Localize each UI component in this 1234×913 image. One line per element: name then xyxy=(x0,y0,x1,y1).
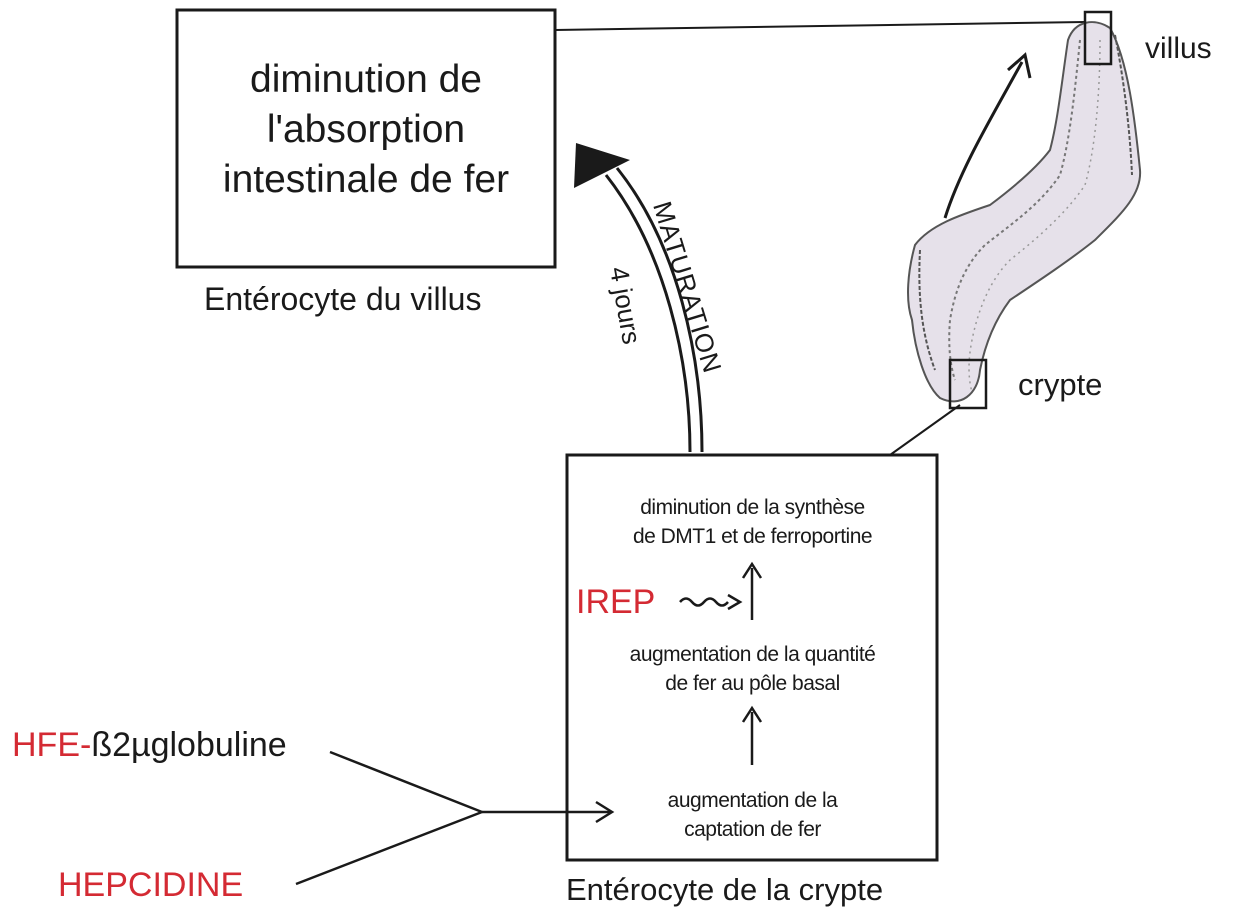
irep-label: IREP xyxy=(576,583,656,621)
step1-line-2: captation de fer xyxy=(684,818,821,841)
step3-line-1: diminution de la synthèse xyxy=(640,496,865,519)
maturation-arrow xyxy=(574,143,704,453)
regulator-convergence-lines xyxy=(295,750,615,886)
step3-line-2: de DMT1 et de ferroportine xyxy=(632,525,873,548)
villus-box-text: diminution de l'absorption intestinale d… xyxy=(177,55,555,205)
step1-text: augmentation de la captation de fer xyxy=(580,786,925,844)
villus-box-line-2: l'absorption xyxy=(266,108,466,151)
crypte-label: crypte xyxy=(1018,367,1103,402)
step2-line-1: augmentation de la quantité xyxy=(629,643,876,666)
step-arrow-upper xyxy=(741,561,763,620)
hfe-label: HFE-ß2µglobuline xyxy=(12,726,287,765)
step2-text: augmentation de la quantité de fer au pô… xyxy=(580,640,925,698)
step1-line-1: augmentation de la xyxy=(667,789,838,812)
villus-label: villus xyxy=(1145,32,1212,65)
villus-marker-square xyxy=(1083,10,1113,66)
crypt-enterocyte-box xyxy=(565,453,939,862)
step3-text: diminution de la synthèse de DMT1 et de … xyxy=(580,493,925,551)
step-arrow-lower xyxy=(741,705,763,765)
hfe-prefix: HFE- xyxy=(12,726,92,764)
villus-enterocyte-box xyxy=(175,8,557,269)
crypt-caption: Entérocyte de la crypte xyxy=(566,872,884,907)
migration-arrow xyxy=(943,52,1032,219)
villus-tissue-illustration xyxy=(907,21,1142,403)
villus-connector-line xyxy=(554,21,1086,31)
hfe-suffix: ß2µglobuline xyxy=(91,726,287,764)
crypt-connector-line xyxy=(889,404,961,456)
villus-box-line-1: diminution de xyxy=(250,58,482,101)
crypt-marker-square xyxy=(948,358,988,410)
hepcidine-label: HEPCIDINE xyxy=(58,866,244,904)
villus-caption: Entérocyte du villus xyxy=(204,281,482,317)
villus-box-line-3: intestinale de fer xyxy=(222,158,510,201)
irep-wavy-arrow xyxy=(679,593,743,611)
step2-line-2: de fer au pôle basal xyxy=(665,672,840,695)
